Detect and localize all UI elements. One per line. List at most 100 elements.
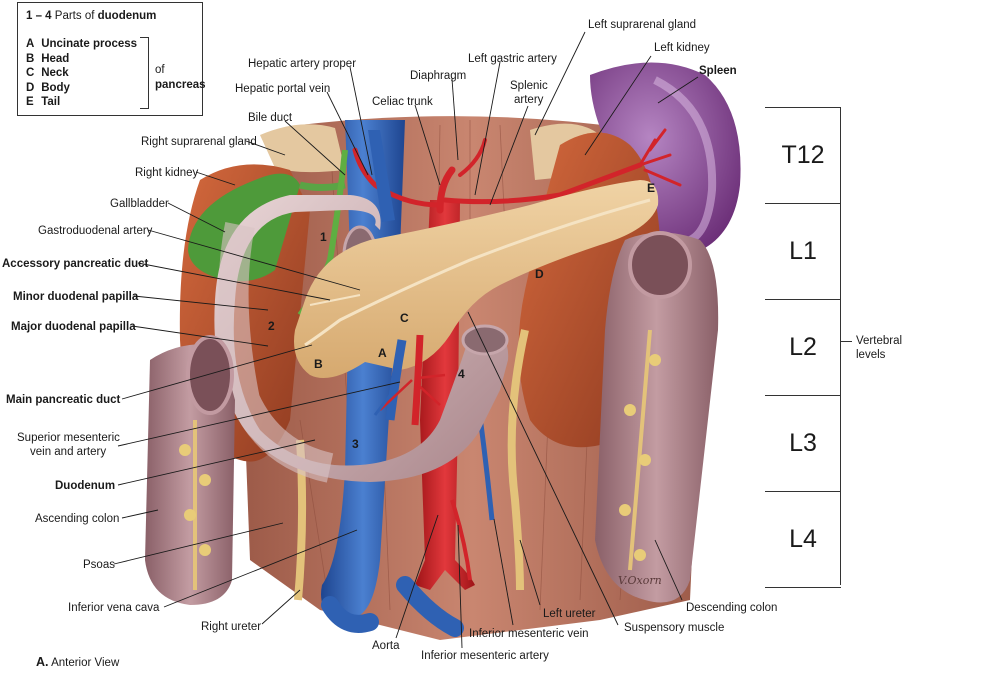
duodenojejunal-open-end [461,324,509,356]
vertebral-levels-tick [840,341,852,342]
label-gastroduodenal-artery: Gastroduodenal artery [38,225,153,237]
vertebral-level-t12: T12 [765,108,841,204]
vertebral-levels-label-line2: levels [856,349,886,361]
ascending-colon [145,335,235,605]
legend-name: Body [41,81,70,94]
pancreas [294,180,659,379]
label-inferior-mesenteric-vein: Inferior mesenteric vein [469,628,589,640]
legend-item: B Head [26,52,137,67]
legend-name: Uncinate process [41,38,138,50]
label-ascending-colon: Ascending colon [35,513,119,525]
legend-item: C Neck [26,66,137,81]
label-left-kidney: Left kidney [654,42,710,54]
label-accessory-pancreatic-duct: Accessory pancreatic duct [2,258,149,270]
legend-title-range: 1 – 4 [26,10,52,22]
label-right-kidney: Right kidney [135,167,199,179]
label-hepatic-portal-vein: Hepatic portal vein [235,83,330,95]
duodenum [214,195,509,482]
view-caption-letter: A. [36,655,49,669]
label-suspensory-muscle: Suspensory muscle [624,622,724,634]
vertebral-level-l1: L1 [765,204,841,300]
legend-name: Neck [41,67,69,79]
label-superior-mesenteric-line1: Superior mesenteric [17,432,120,444]
label-left-gastric-artery: Left gastric artery [468,53,557,65]
legend-list: A Uncinate process B Head C Neck D Body … [26,37,137,110]
part-mark-d2: 2 [268,319,275,333]
part-mark-b: B [314,357,323,371]
superior-mesenteric-vein [385,339,407,421]
accessory-pancreatic-duct [309,294,361,306]
legend-bracket [140,37,149,109]
label-spleen: Spleen [699,65,737,77]
legend-title-bold: duodenum [97,10,157,22]
part-mark-d1: 1 [320,230,327,244]
label-right-suprarenal-gland: Right suprarenal gland [141,136,257,148]
legend-letter: E [26,96,34,108]
label-inferior-vena-cava: Inferior vena cava [68,602,160,614]
label-descending-colon: Descending colon [686,602,777,614]
vertebral-levels-label-line1: Vertebral [856,335,903,347]
vertebral-level-l3: L3 [765,396,841,492]
legend-group-label: of pancreas [155,63,206,92]
legend-title-text: Parts of [54,10,95,22]
label-psoas: Psoas [83,559,115,571]
view-caption-text: Anterior View [51,657,120,669]
legend-item: A Uncinate process [26,37,137,52]
legend-group-bold: pancreas [155,78,206,91]
label-major-duodenal-papilla: Major duodenal papilla [11,321,136,333]
label-main-pancreatic-duct: Main pancreatic duct [6,394,121,406]
legend-letter: B [26,52,35,65]
legend-group-prefix: of [155,64,165,76]
label-inferior-mesenteric-artery: Inferior mesenteric artery [421,650,549,662]
label-minor-duodenal-papilla: Minor duodenal papilla [13,291,139,303]
label-left-ureter: Left ureter [543,608,596,620]
vertebral-levels-table: T12 L1 L2 L3 L4 [765,107,841,588]
legend-title: 1 – 4 Parts of duodenum [26,9,156,24]
mesenteric-branches [379,373,446,411]
label-superior-mesenteric-line2: vein and artery [30,446,106,458]
label-splenic-artery-line1: Splenic [510,80,548,92]
legend-letter: D [26,81,35,94]
part-mark-d3: 3 [352,437,359,451]
artist-signature: V.Oxorn [618,574,662,587]
legend-letter: A [26,38,35,50]
label-right-ureter: Right ureter [201,621,261,633]
mesenteric-vein-branch [373,384,400,416]
part-mark-c: C [400,311,409,325]
label-left-suprarenal-gland: Left suprarenal gland [588,19,696,31]
common-iliac-veins [321,576,464,637]
part-mark-d4: 4 [458,367,465,381]
label-splenic-artery-line2: artery [514,94,544,106]
superior-mesenteric-artery [411,334,424,426]
label-bile-duct: Bile duct [248,112,293,124]
label-celiac-trunk: Celiac trunk [372,96,433,108]
duodenum-highlight [218,222,334,483]
part-mark-a: A [378,346,387,360]
left-ureter [507,329,529,591]
inferior-mesenteric-artery [450,499,472,581]
descending-colon [595,231,719,603]
celiac-arteries [352,128,682,214]
legend-box: 1 – 4 Parts of duodenum A Uncinate proce… [17,2,206,116]
part-mark-e: E [647,181,655,195]
vertebral-level-l4: L4 [765,492,841,588]
label-diaphragm: Diaphragm [410,70,466,82]
part-mark-d: D [535,267,544,281]
legend-letter: C [26,67,35,79]
right-suprarenal-gland [260,124,345,173]
label-duodenum: Duodenum [55,480,115,492]
view-caption: A. Anterior View [36,655,119,669]
label-aorta: Aorta [372,640,400,652]
label-hepatic-artery-proper: Hepatic artery proper [248,58,356,70]
leader-lines [113,31,699,649]
legend-item: D Body [26,81,137,96]
vertebral-levels-label: Vertebral levels [856,334,916,362]
vertebral-level-l2: L2 [765,300,841,396]
legend-item: E Tail [26,95,137,110]
label-gallbladder: Gallbladder [110,198,169,210]
legend-name: Tail [41,96,61,108]
main-pancreatic-duct [304,198,651,347]
legend-name: Head [41,52,70,65]
